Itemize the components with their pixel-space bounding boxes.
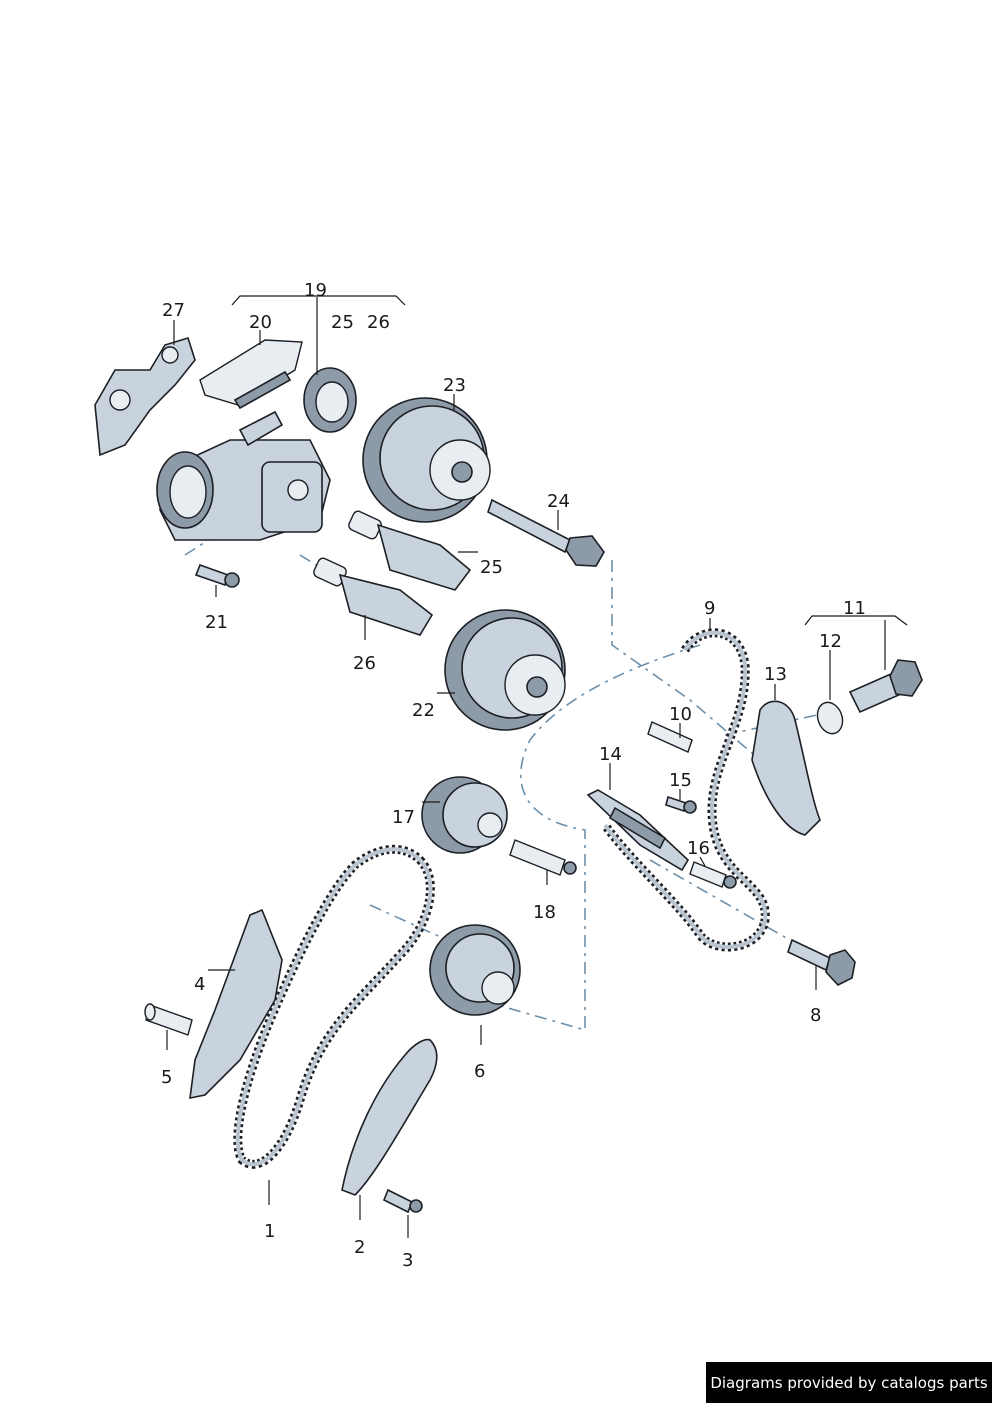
pin-part-5: [144, 1003, 193, 1036]
central-bolt-part-24: [487, 498, 605, 567]
bearing-pin-part-10: [647, 721, 693, 753]
label-8: 8: [810, 1005, 821, 1026]
guide-rail-part-4: [189, 908, 283, 1100]
label-20: 20: [249, 312, 272, 333]
label-15: 15: [669, 770, 692, 791]
timing-chain-part-9: [601, 628, 770, 952]
label-5: 5: [161, 1067, 172, 1088]
bolt-part-21: [194, 563, 240, 588]
camshaft-housing-part-19: [156, 367, 357, 541]
shaft-part-18: [509, 839, 577, 876]
label-26-top: 26: [367, 312, 390, 333]
guide-rail-part-20: [199, 339, 303, 410]
label-25: 25: [480, 557, 503, 578]
bolt-part-15: [665, 795, 697, 814]
label-11: 11: [843, 598, 866, 619]
leader-lines: [166, 295, 908, 1238]
bolt-part-16: [689, 861, 737, 889]
label-22: 22: [412, 700, 435, 721]
label-9: 9: [704, 598, 715, 619]
label-16: 16: [687, 838, 710, 859]
label-12: 12: [819, 631, 842, 652]
bolt-part-3: [382, 1188, 423, 1214]
label-21: 21: [205, 612, 228, 633]
label-4: 4: [194, 974, 205, 995]
credit-banner: Diagrams provided by catalogs parts: [706, 1362, 992, 1403]
seal-ring-part-12: [816, 701, 844, 735]
label-18: 18: [533, 902, 556, 923]
label-6: 6: [474, 1061, 485, 1082]
timing-chain-part-1: [233, 844, 435, 1169]
label-1: 1: [264, 1221, 275, 1242]
label-17: 17: [392, 807, 415, 828]
bolt-part-8: [787, 938, 856, 986]
sprocket-part-17: [421, 776, 508, 854]
label-14: 14: [599, 744, 622, 765]
label-13: 13: [764, 664, 787, 685]
gasket-part-27: [94, 337, 196, 457]
control-valve-part-26: [313, 557, 434, 636]
tensioning-rail-part-13: [751, 700, 821, 836]
label-23: 23: [443, 375, 466, 396]
label-24: 24: [547, 491, 570, 512]
chain-tensioner-part-11: [848, 659, 923, 714]
camshaft-adjuster-part-22: [444, 609, 566, 731]
label-25-top: 25: [331, 312, 354, 333]
crankshaft-sprocket-part-6: [429, 924, 521, 1016]
label-2: 2: [354, 1237, 365, 1258]
guide-rail-part-14: [586, 789, 690, 872]
label-10: 10: [669, 704, 692, 725]
label-19: 19: [304, 280, 327, 301]
label-27: 27: [162, 300, 185, 321]
tensioning-rail-part-2: [341, 1038, 438, 1196]
control-valve-part-25: [348, 510, 472, 591]
callout-labels: 27 20 19 25 26 23 24 25 21 26 22 9 11 12…: [161, 280, 866, 1271]
label-3: 3: [402, 1250, 413, 1271]
camshaft-adjuster-part-23: [362, 397, 491, 523]
label-26: 26: [353, 653, 376, 674]
